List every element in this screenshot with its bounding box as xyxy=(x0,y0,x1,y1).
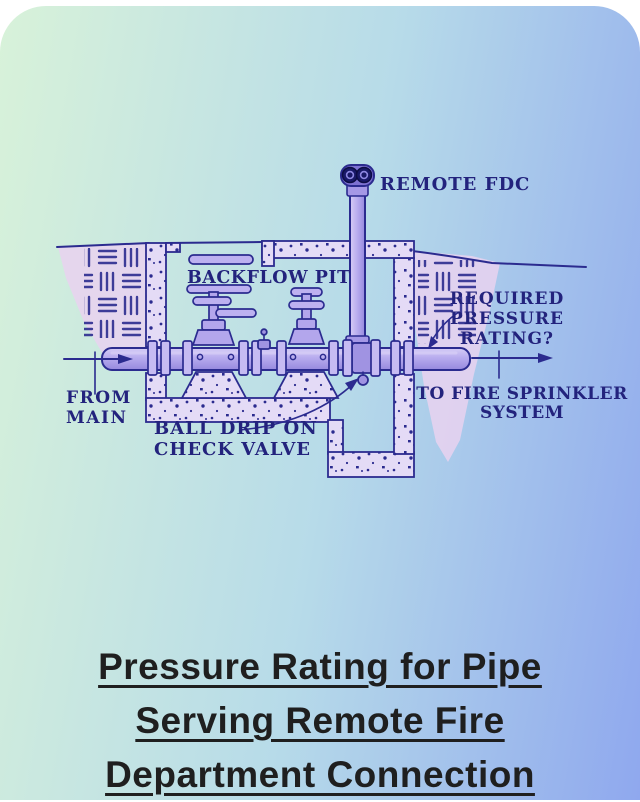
label-backflow-pit: BACKFLOW PIT xyxy=(187,268,351,288)
piping-diagram-svg: REMOTE FDC BACKFLOW PIT REQUIRED PRESSUR… xyxy=(56,164,628,478)
gradient-card: REMOTE FDC BACKFLOW PIT REQUIRED PRESSUR… xyxy=(0,6,640,800)
bleeder-valve xyxy=(257,328,271,350)
piping-diagram: REMOTE FDC BACKFLOW PIT REQUIRED PRESSUR… xyxy=(0,6,640,526)
flow-arrow-left xyxy=(63,351,133,395)
ball-drip xyxy=(357,374,369,386)
gate-valve-left xyxy=(186,254,257,346)
flange-bolts xyxy=(196,353,327,361)
label-ball-drip-1: BALL DRIP ON xyxy=(154,418,318,439)
label-required-3: RATING? xyxy=(460,329,554,349)
check-valve xyxy=(351,342,374,386)
earth-left xyxy=(58,242,146,368)
flow-arrow-right xyxy=(471,350,553,379)
caption-title: Pressure Rating for Pipe Serving Remote … xyxy=(0,640,640,802)
pit-concrete xyxy=(145,240,415,478)
fdc-head xyxy=(340,164,375,197)
caption-line-2: Serving Remote Fire xyxy=(135,700,505,741)
label-to-sprinkler-1: TO FIRE SPRINKLER xyxy=(416,384,628,404)
ball-drip-leader xyxy=(239,378,359,431)
fdc-riser xyxy=(345,193,370,350)
label-from: FROM xyxy=(66,388,132,408)
ground-line xyxy=(56,241,587,268)
gate-valve-right xyxy=(287,287,326,345)
caption-line-3: Department Connection xyxy=(105,754,535,795)
label-to-sprinkler-2: SYSTEM xyxy=(480,403,564,423)
pressure-leader xyxy=(428,311,460,349)
label-required-1: REQUIRED xyxy=(450,289,565,309)
caption-line-1: Pressure Rating for Pipe xyxy=(98,646,542,687)
label-ball-drip-2: CHECK VALVE xyxy=(154,439,311,460)
label-remote-fdc: REMOTE FDC xyxy=(380,174,530,195)
label-main: MAIN xyxy=(66,408,128,428)
pipe-flanges xyxy=(147,339,414,377)
label-required-2: PRESSURE xyxy=(450,309,564,329)
valve-support-left xyxy=(180,371,248,399)
valve-support-right xyxy=(272,371,340,399)
diagram-labels: REMOTE FDC BACKFLOW PIT REQUIRED PRESSUR… xyxy=(66,174,628,460)
